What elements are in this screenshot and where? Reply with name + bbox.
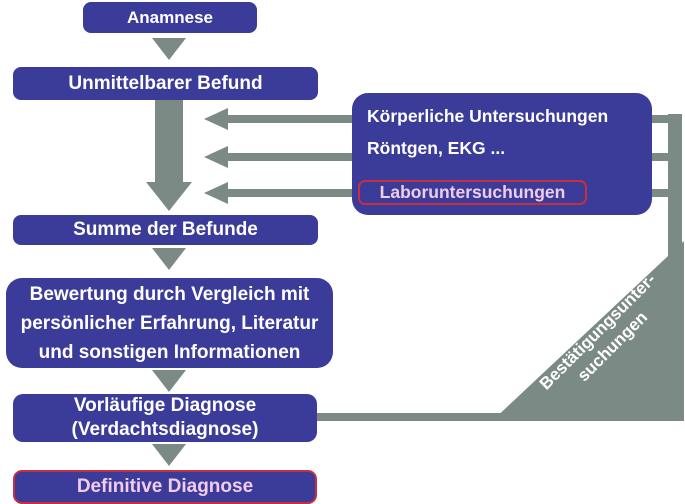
panel-line-koerperliche: Körperliche Untersuchungen: [367, 106, 609, 126]
node-definitive-diagnose: Definitive Diagnose: [13, 470, 317, 504]
node-bewertung-line2: persönlicher Erfahrung, Literatur: [20, 312, 319, 334]
node-vorlaeufige-diagnose: Vorläufige Diagnose (Verdachtsdiagnose): [13, 394, 317, 442]
node-vorlaeufige-diagnose-line1: Vorläufige Diagnose: [73, 395, 257, 416]
node-bewertung-line3: und sonstigen Informationen: [38, 341, 301, 363]
left-arrow-icon: [204, 146, 228, 168]
node-definitive-diagnose-label: Definitive Diagnose: [76, 476, 254, 497]
node-unmittelbarer-befund: Unmittelbarer Befund: [13, 67, 318, 100]
down-arrow-icon: [152, 444, 186, 466]
node-summe-der-befunde: Summe der Befunde: [13, 215, 318, 245]
thick-down-arrow-shaft: [155, 100, 183, 182]
down-arrow-icon: [152, 248, 186, 270]
node-bewertung: Bewertung durch Vergleich mit persönlich…: [6, 278, 333, 368]
down-arrow-icon: [152, 370, 186, 392]
node-anamnese: Anamnese: [83, 2, 257, 33]
node-anamnese-label: Anamnese: [127, 7, 213, 27]
node-vorlaeufige-diagnose-line2: (Verdachtsdiagnose): [71, 419, 259, 440]
panel-line-laboruntersuchungen: Laboruntersuchungen: [358, 180, 587, 205]
right-bus-bar: [668, 114, 682, 260]
node-summe-der-befunde-label: Summe der Befunde: [73, 219, 258, 240]
panel-line-roentgen: Röntgen, EKG ...: [367, 138, 506, 158]
down-arrow-icon: [152, 38, 186, 60]
left-arrow-icon: [204, 108, 228, 130]
node-bewertung-line1: Bewertung durch Vergleich mit: [29, 283, 310, 305]
thick-down-arrow-head-icon: [146, 182, 192, 211]
left-arrow-icon: [204, 182, 228, 204]
panel-untersuchungen: Körperliche Untersuchungen Röntgen, EKG …: [352, 93, 652, 215]
node-unmittelbarer-befund-label: Unmittelbarer Befund: [68, 72, 263, 94]
